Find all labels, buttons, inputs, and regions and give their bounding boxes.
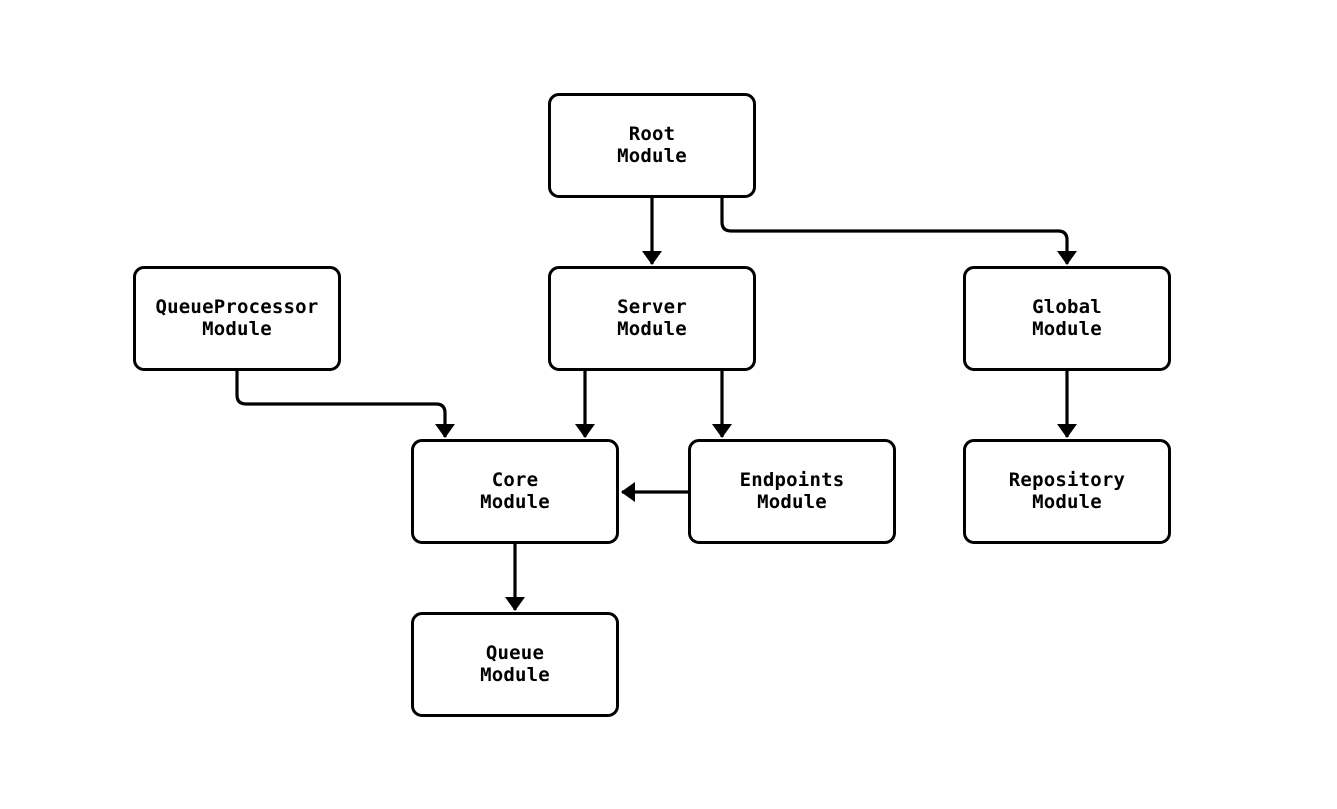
node-root-module: Root Module: [548, 93, 756, 198]
node-label-global-module: Global Module: [1032, 296, 1102, 340]
node-label-root-module: Root Module: [617, 123, 687, 167]
node-label-queueprocessor-module: QueueProcessor Module: [155, 296, 319, 340]
node-label-repository-module: Repository Module: [1008, 469, 1126, 513]
node-label-queue-module: Queue Module: [480, 642, 550, 686]
node-repository-module: Repository Module: [963, 439, 1171, 544]
node-label-endpoints-module: Endpoints Module: [739, 469, 845, 513]
node-queueprocessor-module: QueueProcessor Module: [133, 266, 341, 371]
node-server-module: Server Module: [548, 266, 756, 371]
node-core-module: Core Module: [411, 439, 619, 544]
edge-root-module-to-global-module: [720, 198, 1077, 265]
node-label-core-module: Core Module: [480, 469, 550, 513]
node-endpoints-module: Endpoints Module: [688, 439, 896, 544]
edges-group: [235, 198, 1077, 611]
node-label-server-module: Server Module: [617, 296, 687, 340]
edge-queueprocessor-module-to-core-module: [235, 371, 455, 438]
node-queue-module: Queue Module: [411, 612, 619, 717]
node-global-module: Global Module: [963, 266, 1171, 371]
